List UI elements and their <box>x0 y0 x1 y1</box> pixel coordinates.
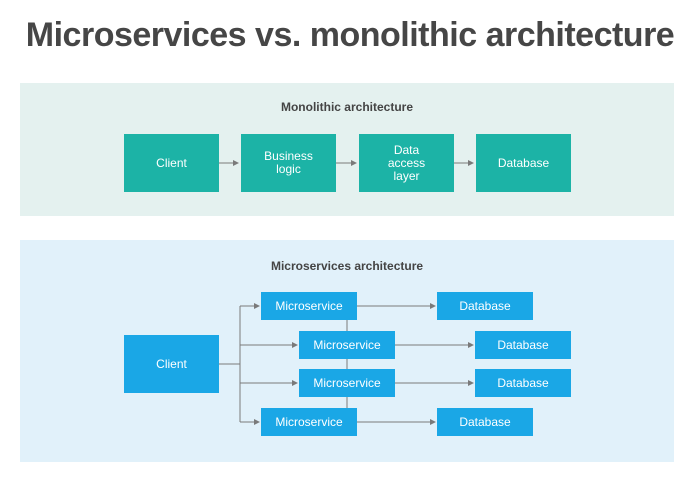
microservice-box-1: Microservice <box>261 292 357 320</box>
micro-database-box-1: Database <box>437 292 533 320</box>
micro-client-box: Client <box>124 335 219 393</box>
micro-database-box-4: Database <box>437 408 533 436</box>
micro-database-box-2: Database <box>475 331 571 359</box>
diagram-title: Microservices vs. monolithic architectur… <box>25 16 675 54</box>
monolithic-panel-title: Monolithic architecture <box>280 100 414 114</box>
mono-database-box: Database <box>476 134 571 192</box>
business-logic-box: Business logic <box>241 134 336 192</box>
microservice-box-2: Microservice <box>299 331 395 359</box>
mono-client-box: Client <box>124 134 219 192</box>
microservice-box-3: Microservice <box>299 369 395 397</box>
microservices-panel-title: Microservices architecture <box>270 259 424 273</box>
micro-database-box-3: Database <box>475 369 571 397</box>
data-access-layer-box: Data access layer <box>359 134 454 192</box>
microservice-box-4: Microservice <box>261 408 357 436</box>
monolithic-panel: Monolithic architecture <box>20 83 674 216</box>
